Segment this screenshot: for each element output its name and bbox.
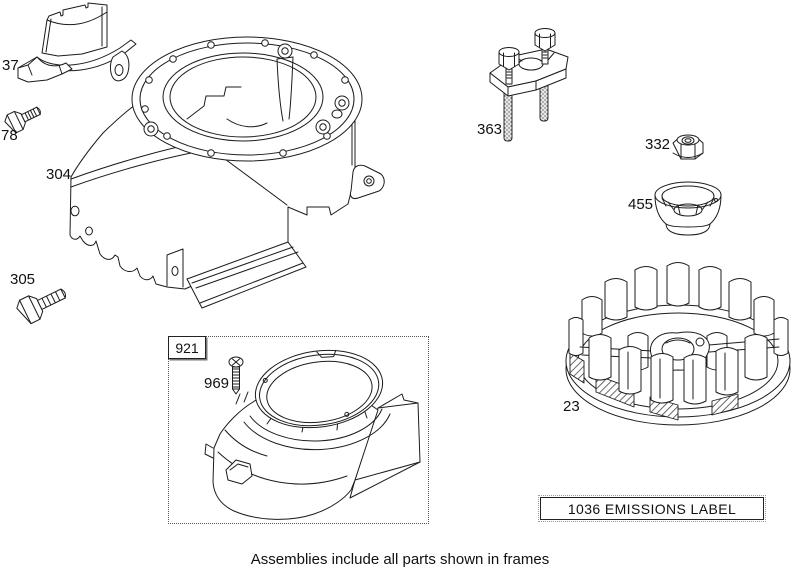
- part-label-37: 37: [2, 57, 19, 74]
- part-label-969: 969: [204, 375, 230, 392]
- part-969-screw-drawing: [228, 356, 244, 395]
- part-label-332: 332: [645, 136, 671, 153]
- part-label-455: 455: [628, 196, 654, 213]
- part-332-nut-drawing: [672, 134, 704, 160]
- part-label-305: 305: [10, 271, 36, 288]
- part-455-starter-cup-drawing: [654, 181, 722, 236]
- part-label-78: 78: [1, 127, 18, 144]
- emissions-label-text: 1036 EMISSIONS LABEL: [567, 500, 737, 517]
- part-label-363: 363: [477, 121, 503, 138]
- part-label-23: 23: [563, 398, 580, 415]
- part-23-flywheel-drawing: [565, 262, 791, 426]
- assembly-frame-921: 921: [168, 336, 429, 524]
- part-37-shield-drawing: [17, 2, 137, 83]
- frame-921-tag: 921: [168, 336, 206, 359]
- part-78-bolt-drawing: [4, 106, 41, 134]
- diagram-caption: Assemblies include all parts shown in fr…: [250, 551, 550, 568]
- part-304-blower-housing-drawing: [69, 36, 385, 309]
- emissions-label-box: 1036 EMISSIONS LABEL: [538, 495, 766, 522]
- part-363-puller-tool-drawing: [489, 28, 569, 142]
- part-305-bolt-drawing: [16, 288, 66, 325]
- part-label-304: 304: [46, 166, 72, 183]
- part-label-921: 921: [175, 339, 199, 356]
- part-921-cover-drawing: [204, 349, 421, 520]
